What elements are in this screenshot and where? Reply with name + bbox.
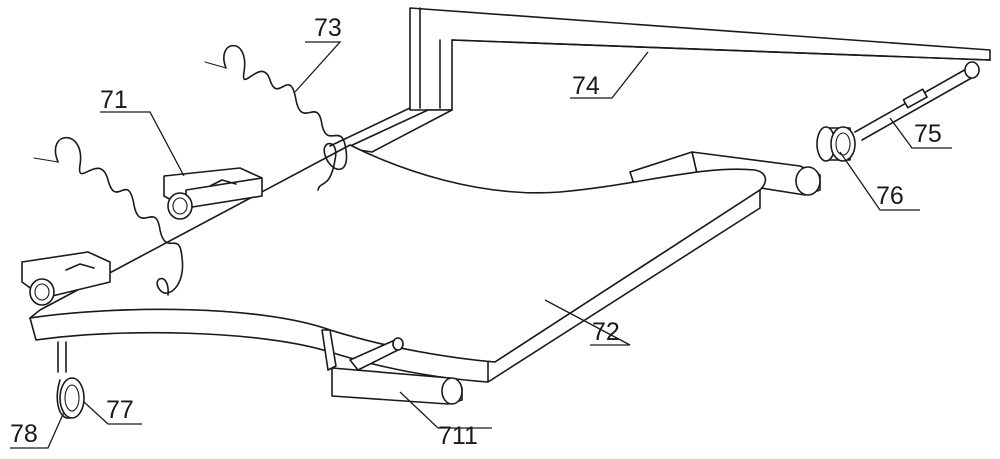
main-plate-72 xyxy=(29,144,767,383)
bushing-76 xyxy=(816,126,856,162)
frame-bar-74 xyxy=(409,7,991,111)
spring-upper-73 xyxy=(204,44,348,191)
label-77: 77 xyxy=(106,396,134,424)
label-75: 75 xyxy=(914,120,942,148)
label-72: 72 xyxy=(592,318,620,346)
label-73: 73 xyxy=(314,14,342,42)
lever-711 xyxy=(321,329,463,405)
label-74: 74 xyxy=(572,72,600,100)
label-76: 76 xyxy=(876,182,904,210)
spring-lower-73 xyxy=(33,137,184,296)
label-71: 71 xyxy=(100,86,128,114)
leader-lines xyxy=(10,41,952,449)
bushing-77-78 xyxy=(56,341,85,419)
side-rod-75 xyxy=(854,61,980,141)
label-711: 711 xyxy=(438,422,478,450)
label-78: 78 xyxy=(10,420,38,448)
hinge-block-upper-71 xyxy=(163,167,263,220)
hinge-block-lower-71 xyxy=(21,251,111,306)
